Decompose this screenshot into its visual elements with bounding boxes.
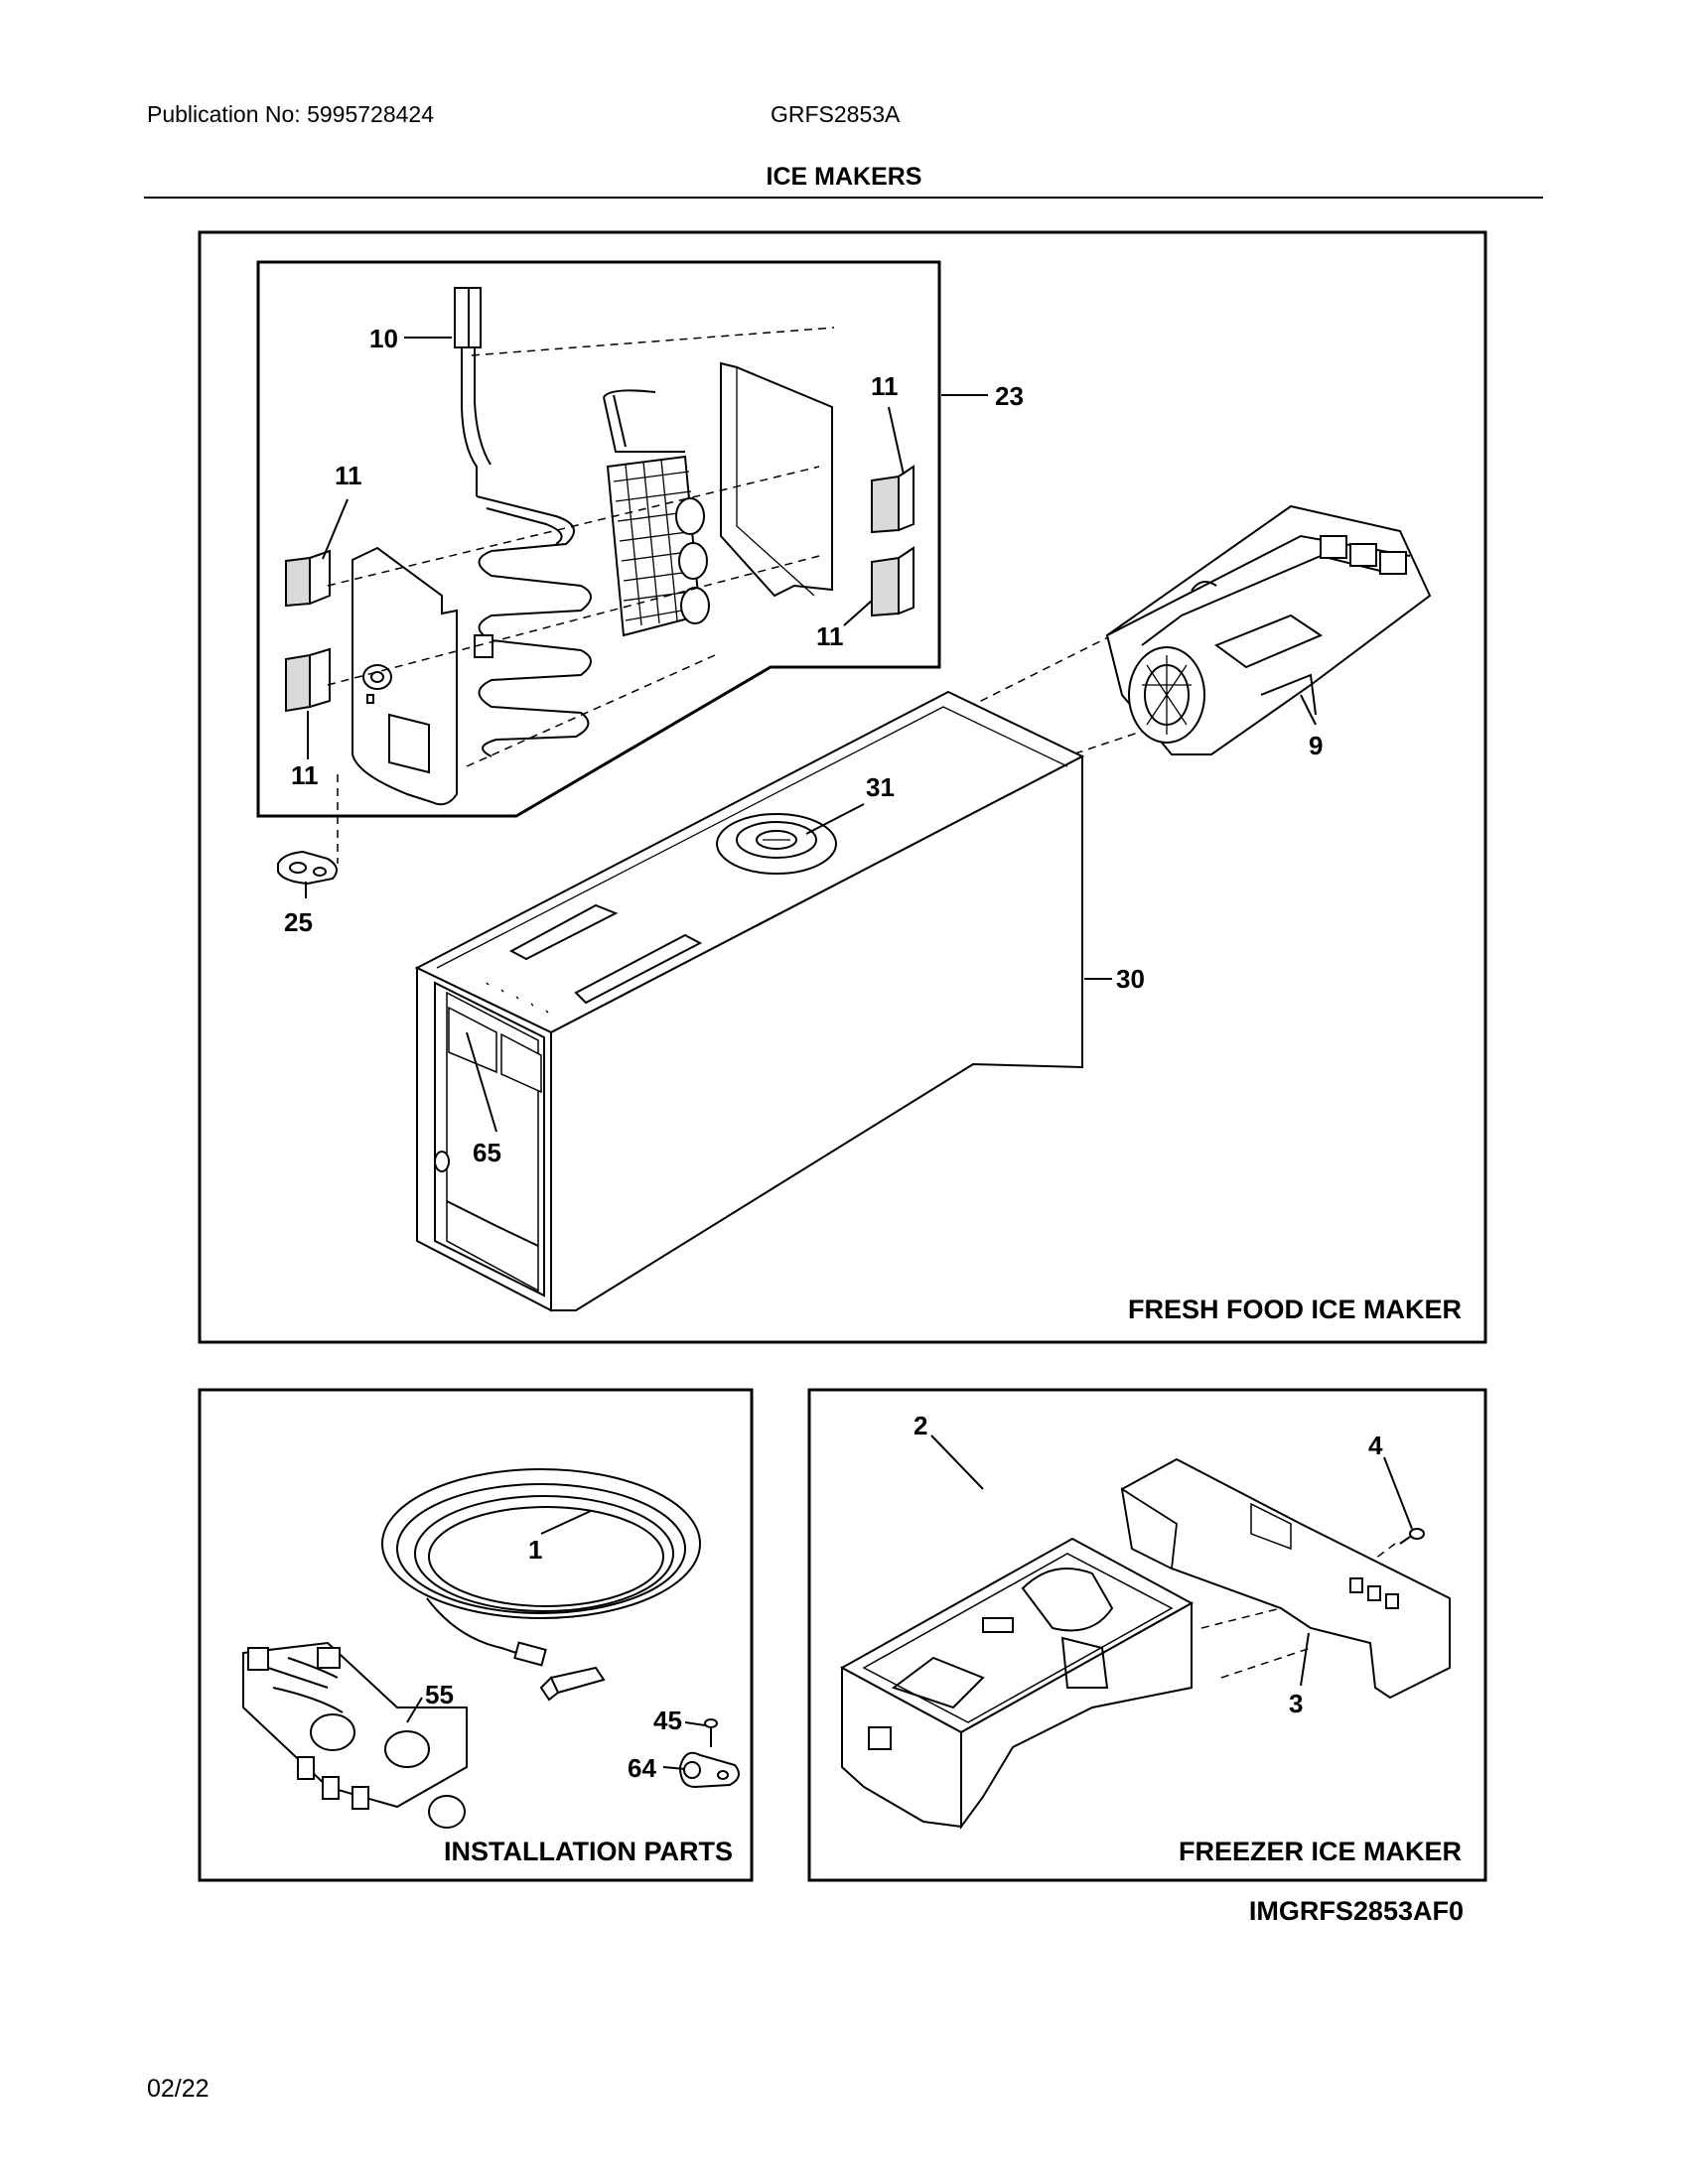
leader-lines-freezer [930,1434,1413,1687]
page-title: ICE MAKERS [766,163,922,191]
installation-panel-title: INSTALLATION PARTS [444,1837,733,1866]
freezer-panel-frame [807,1388,1487,1882]
callout-23: 23 [995,381,1024,411]
callout-10: 10 [369,324,398,353]
callout-1: 1 [528,1535,542,1565]
evaporator-back-plate [720,361,833,598]
water-valve-part-55 [242,1641,468,1829]
water-tubing-part-1 [381,1468,701,1702]
condenser-coil-part [603,389,710,637]
explode-lines [327,327,1163,864]
fresh-food-panel: 10 11 11 11 11 23 9 31 25 30 65 FRESH FO… [198,230,1487,1344]
callout-64: 64 [628,1753,656,1783]
ice-maker-part-9 [1105,504,1432,755]
callout-11-lower-left: 11 [291,760,319,790]
model-number: GRFS2853A [771,101,901,127]
callout-65: 65 [473,1138,501,1167]
foam-insulation-part-11 [285,465,914,713]
freezer-panel: 2 4 3 FREEZER ICE MAKER [807,1388,1487,1882]
fresh-food-panel-title: FRESH FOOD ICE MAKER [1128,1295,1462,1324]
screw-part-4 [1399,1528,1425,1545]
evaporator-tube-part-10 [454,287,592,757]
callout-9: 9 [1309,731,1323,760]
callout-11-lower-right: 11 [816,621,844,651]
header-rule [144,197,1543,199]
publication-number: Publication No: 5995728424 [147,101,435,127]
explode-lines-freezer [1200,1543,1396,1679]
callout-31: 31 [866,772,895,802]
freezer-panel-title: FREEZER ICE MAKER [1179,1837,1462,1866]
installation-panel: 1 55 45 64 INSTALLATION PARTS [198,1388,754,1882]
callout-30: 30 [1116,964,1145,994]
evaporator-subassembly-frame [256,260,941,818]
leader-lines-fresh-food [305,337,1317,1133]
reservoir-cap-part-31 [716,813,837,875]
callout-11-upper-right: 11 [871,371,899,401]
screw-part-45 [704,1718,718,1747]
image-code: IMGRFS2853AF0 [1248,1896,1464,1926]
callout-4: 4 [1368,1431,1383,1460]
leader-lines-installation [406,1510,706,1770]
callout-25: 25 [284,907,313,937]
callout-2: 2 [914,1411,927,1440]
fresh-food-panel-frame [198,230,1487,1344]
clamp-part-64 [678,1751,740,1789]
callout-55: 55 [425,1680,454,1709]
evaporator-front-cover [352,546,458,806]
ice-bin-housing-part-30 [414,690,1085,1312]
clip-part-25 [277,850,338,886]
callout-3: 3 [1289,1689,1303,1718]
installation-panel-frame [198,1388,754,1882]
mounting-bracket-part-3 [1120,1457,1451,1700]
callout-11-upper-left: 11 [335,461,362,490]
freezer-ice-maker-housing-part-2 [839,1537,1195,1831]
page-number: 02/22 [147,2075,210,2103]
callout-45: 45 [653,1706,682,1735]
